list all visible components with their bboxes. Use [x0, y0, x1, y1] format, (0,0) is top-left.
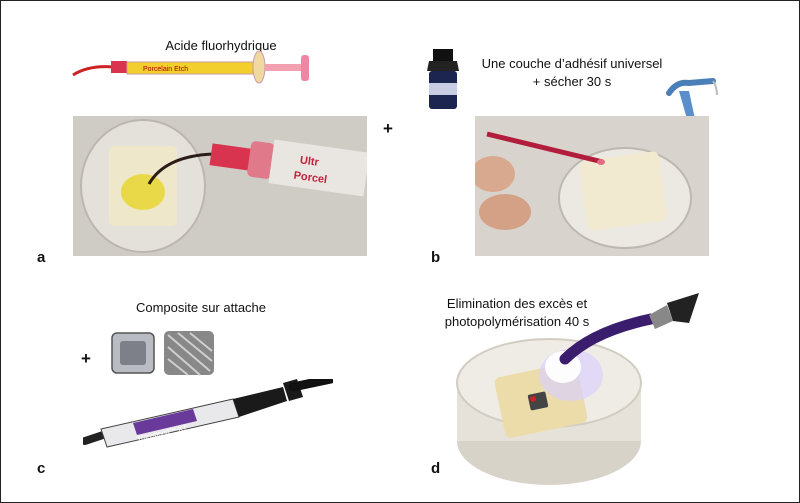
panel-b-photo [475, 116, 709, 256]
panel-a-caption: Acide fluorhydrique [165, 38, 277, 53]
composite-syringe-image: Transbond™ XT [83, 379, 333, 448]
panel-a-letter: a [37, 249, 46, 266]
panel-c-caption: Composite sur attache [135, 300, 267, 315]
panel-d-caption-line2: photopolymérisation 40 s [444, 314, 590, 329]
panel-d-caption-line1: Elimination des excès et [446, 296, 588, 311]
panel-a-photo: Ultr Porcel [73, 116, 367, 256]
air-syringe-icon [666, 78, 718, 119]
plus-sign-ab: + [383, 119, 393, 138]
panel-b-letter: b [431, 249, 441, 266]
panel-c-letter: c [37, 460, 46, 477]
panel-b-caption-line1: Une couche d’adhésif universel [481, 56, 663, 71]
plus-sign-brackets: + [81, 349, 91, 368]
panel-b-caption-line2: + sécher 30 s [532, 74, 612, 89]
panel-d-photo [453, 291, 703, 487]
bracket-images [111, 331, 214, 376]
photo-a-label-2: Porcel [293, 170, 328, 187]
panel-d-letter: d [431, 460, 441, 477]
etch-syringe-label: Porcelain Etch [143, 66, 188, 73]
photo-a-label-1: Ultr [299, 154, 320, 169]
etch-syringe-image: Porcelain Etch [72, 50, 309, 84]
adhesive-bottle-image [427, 49, 459, 109]
